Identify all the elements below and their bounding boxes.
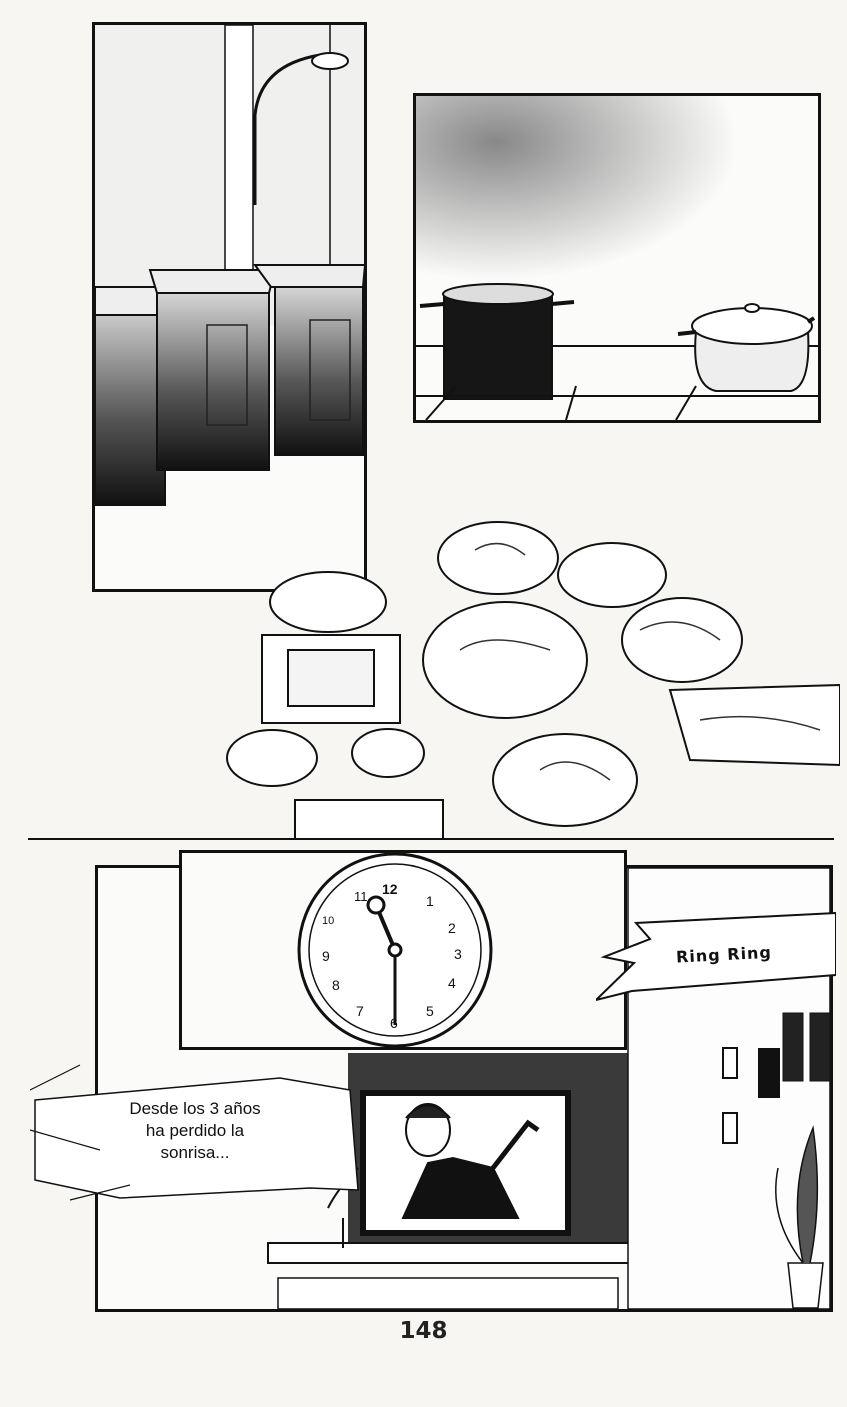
sfx-burst [596, 911, 836, 1002]
wall-switch [722, 1047, 738, 1079]
clock-number: 9 [322, 948, 330, 964]
speech-line: sonrisa... [160, 1143, 230, 1162]
clock-number: 11 [354, 889, 368, 904]
panel-clock: 12 1 2 3 4 5 6 7 8 9 10 11 [179, 850, 627, 1050]
wall-clock-icon [297, 853, 493, 1047]
wall-switch [722, 1112, 738, 1144]
stockpot [419, 283, 575, 400]
clock-number: 7 [356, 1003, 364, 1019]
clock-number: 6 [390, 1015, 398, 1031]
page-number: 148 [399, 1318, 448, 1344]
dish [621, 597, 743, 683]
intercom [758, 1048, 780, 1098]
clock-number: 5 [426, 1003, 434, 1019]
panel-dishes [220, 510, 840, 840]
tv-stand [267, 1242, 649, 1264]
clock-number: 8 [332, 977, 340, 993]
kitchen-bins-illustration [95, 25, 364, 506]
casserole-pot [677, 303, 816, 392]
dish [437, 521, 559, 595]
speech-bubble [30, 1064, 359, 1201]
dishes-illustration [226, 521, 840, 840]
trash-bin [148, 269, 277, 471]
clock-number: 10 [322, 915, 335, 927]
potted-plant [775, 1125, 824, 1309]
clock-number: 4 [448, 975, 456, 991]
clock-number: 1 [426, 893, 434, 909]
speech-line: Desde los 3 años [129, 1099, 261, 1118]
dish [269, 571, 387, 633]
stove-pots-illustration [416, 96, 818, 420]
dish [351, 728, 425, 778]
panel-kitchen-bins [92, 22, 367, 592]
lamp-icon [311, 52, 349, 70]
dish [557, 542, 667, 608]
clock-number: 3 [454, 946, 462, 962]
fish-plate [668, 683, 840, 767]
plate [294, 799, 444, 840]
panel-divider [28, 838, 834, 840]
tv-presenter [401, 1103, 540, 1219]
dish [226, 729, 318, 787]
clock-number: 12 [382, 881, 398, 897]
speech-bubble-text: Desde los 3 años ha perdido la sonrisa..… [95, 1098, 295, 1164]
large-bowl [422, 601, 588, 719]
dish [492, 733, 638, 827]
trash-bin [253, 264, 364, 456]
panel-stove [413, 93, 821, 423]
clock-number: 2 [448, 920, 456, 936]
speech-line: ha perdido la [145, 1121, 245, 1140]
